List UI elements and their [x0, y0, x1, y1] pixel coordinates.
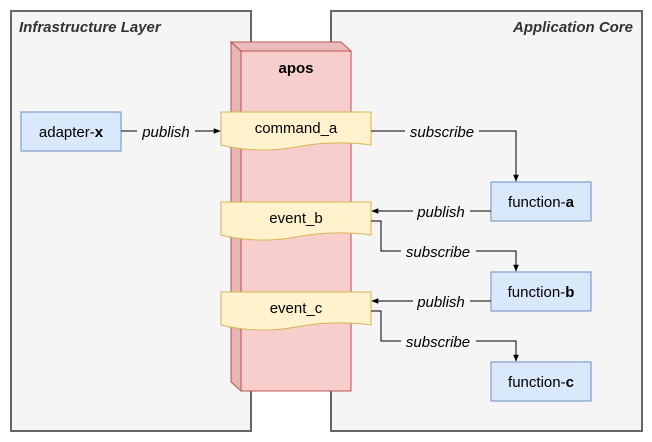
topic-label: command_a [255, 120, 338, 137]
infrastructure-layer-title: Infrastructure Layer [19, 19, 162, 36]
node-adapter-x: adapter-x [20, 111, 122, 152]
application-core-title: Application Core [512, 19, 633, 36]
edge-label: publish [141, 124, 190, 141]
edge-label: subscribe [406, 334, 470, 351]
edge-label: subscribe [406, 244, 470, 261]
topic-label: event_b [269, 210, 322, 227]
edge-label: subscribe [410, 124, 474, 141]
edge-adapter-publish: publish [121, 124, 220, 141]
broker-name: apos [278, 60, 313, 77]
node-label: adapter-x [39, 124, 104, 141]
edge-event-b-subscribe: subscribe [371, 220, 516, 271]
infrastructure-layer: Infrastructure Layer [10, 10, 252, 432]
edge-function-a-publish: publish [372, 204, 491, 221]
edge-label: publish [416, 204, 465, 221]
node-label: function-b [508, 284, 575, 301]
node-function-b: function-b [490, 271, 592, 312]
node-label: function-c [508, 374, 574, 391]
topic-label: event_c [270, 300, 323, 317]
edge-event-c-subscribe: subscribe [371, 310, 516, 361]
node-function-a: function-a [490, 181, 592, 222]
topic-command-a: command_a [220, 111, 372, 151]
edge-function-b-publish: publish [372, 294, 491, 311]
topic-event-c: event_c [220, 291, 372, 331]
topic-event-b: event_b [220, 201, 372, 241]
node-label: function-a [508, 194, 575, 211]
edge-command-subscribe: subscribe [371, 124, 516, 181]
node-function-c: function-c [490, 361, 592, 402]
edge-label: publish [416, 294, 465, 311]
